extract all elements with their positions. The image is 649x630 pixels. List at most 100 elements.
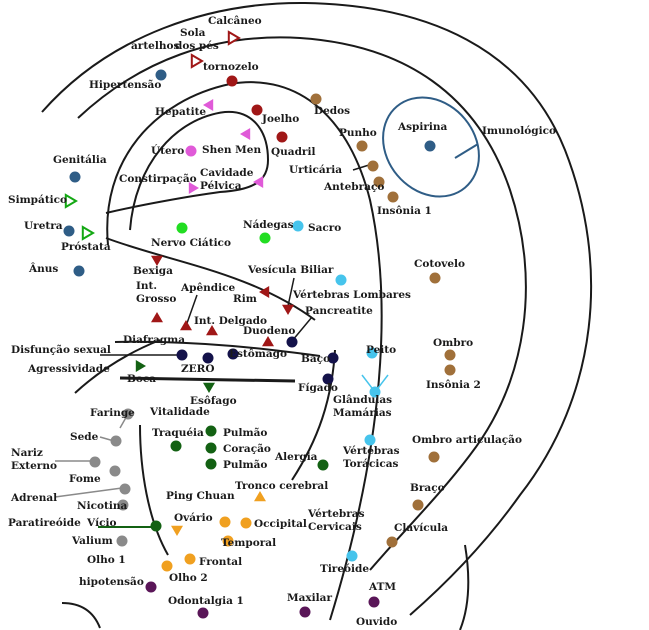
- label-clavicula-72: Clavícula: [394, 522, 448, 534]
- point-valium-73-dot: [116, 535, 128, 547]
- label-tireoide-78: Tireóide: [320, 563, 369, 575]
- antihelix-inner-curve: [105, 110, 270, 231]
- point-hipotensao-79-dot: [145, 581, 157, 593]
- point-braco-64-dot: [412, 499, 424, 511]
- intertragic-curve: [139, 424, 169, 556]
- point-sacro-26-dot: [292, 220, 304, 232]
- label-artelhos-2: artelhos: [131, 40, 179, 52]
- point-sede-52-dot: [110, 435, 122, 447]
- label-alergia-58: Alergia: [274, 451, 318, 463]
- label-anus-23: Ânus: [28, 261, 58, 275]
- point-uretra-21-dot: [63, 225, 75, 237]
- gray-leader-lines: [54, 413, 129, 498]
- antitragus-curve: [291, 349, 336, 481]
- label-aspirina-13: Aspirina: [397, 121, 448, 133]
- label-faringe-50: Faringe: [90, 407, 135, 419]
- label-hipotensao-79: hipotensão: [79, 576, 144, 588]
- point-ombro-47-dot: [444, 349, 456, 361]
- point-rim-32-triangle: [282, 304, 294, 315]
- point-estomago-42-dot: [286, 336, 298, 348]
- apendice-leader: [185, 294, 198, 327]
- antihelix-curve: [106, 81, 383, 621]
- point-simpatico-20-triangle: [64, 193, 78, 209]
- label-ping-chuan-65: Ping Chuan: [166, 490, 235, 502]
- lobe-left: [61, 602, 101, 629]
- point-faringe-50-dot: [122, 408, 134, 420]
- label-shen-men-16: Shen Men: [202, 144, 261, 156]
- point-odontalgia-1-80-dot: [197, 607, 209, 619]
- point-cavidade-pelvica-18-triangle: [253, 176, 264, 188]
- label-maxilar-81: Maxilar: [287, 592, 332, 604]
- label-genitalia-19: Genitália: [53, 154, 107, 166]
- label-braco-64: Braço: [410, 482, 445, 494]
- label-paratireoide-67: Paratireóide: [8, 517, 81, 529]
- vesicula-leader: [287, 277, 295, 307]
- point-markers: [63, 30, 456, 619]
- point-pulmao-56-dot: [205, 458, 217, 470]
- label-sacro-26: Sacro: [308, 222, 341, 234]
- label-quadril-7: Quadril: [271, 146, 315, 158]
- label-agressividade-38: Agressividade: [27, 363, 110, 375]
- label-nervo-ciatico-24: Nervo Ciático: [151, 237, 231, 249]
- label-calcaneo-0: Calcâneo: [208, 15, 262, 27]
- point-hipertensao-4-dot: [155, 69, 167, 81]
- label-urticaria-10: Urticária: [289, 164, 342, 176]
- point-urticaria-10-dot: [367, 160, 379, 172]
- point-insonia-1-12-dot: [387, 191, 399, 203]
- point-int-grosso-28-triangle: [151, 312, 163, 323]
- point-nariz-externo-57-dot: [89, 456, 101, 468]
- label-joelho-6: Joelho: [261, 113, 299, 125]
- point-adrenal-62-dot: [119, 483, 131, 495]
- point-occipital-70-dot: [240, 517, 252, 529]
- point-genitalia-19-dot: [69, 171, 81, 183]
- point-ombro-articulacao-60-dot: [428, 451, 440, 463]
- point-glandulas-mamarias-46-dot: [369, 386, 381, 398]
- point-zero-41-dot: [227, 348, 239, 360]
- label-ouvido-83: Ouvido: [356, 616, 397, 628]
- point-antebraco-11-dot: [373, 176, 385, 188]
- adrenal-leader: [54, 487, 123, 498]
- point-atm-82-dot: [368, 596, 380, 608]
- label-pulmao-54: Pulmão: [223, 427, 267, 439]
- point-tornozelo-3-dot: [226, 75, 238, 87]
- label-sede-52: Sede: [70, 431, 99, 443]
- point-peito-45-dot: [366, 347, 378, 359]
- point-anus-23-dot: [73, 265, 85, 277]
- label-vitalidade-51: Vitalidade: [149, 406, 210, 418]
- label-constirpacao-17: Constirpação: [119, 173, 197, 185]
- label-boca-40: Boca: [127, 373, 156, 385]
- label-apendice-29: Apêndice: [180, 282, 236, 294]
- ear-outline: [41, 1, 593, 630]
- label-traqueia-53: Traquéia: [152, 427, 204, 439]
- point-constirpacao-17-triangle: [188, 182, 199, 194]
- concha-cymba-line: [114, 340, 321, 357]
- label-cotovelo-36: Cotovelo: [414, 258, 465, 270]
- point-vertebras-lombares-33-dot: [335, 274, 347, 286]
- label-occipital-70: Occipital: [254, 518, 307, 530]
- label-int-delgado-30: Int. Delgado: [194, 315, 267, 327]
- point-vertebras-toracicas-59-dot: [364, 434, 376, 446]
- label-coracao-55: Coração: [223, 443, 271, 455]
- point-frontal-76-dot: [184, 553, 196, 565]
- point-cotovelo-36-dot: [429, 272, 441, 284]
- label-vesicula-biliar-31: Vesícula Biliar: [247, 264, 334, 276]
- point-diafragma-39-dot: [202, 352, 214, 364]
- label-prostata-22: Próstata: [61, 241, 111, 253]
- label-vicio-68: Vício: [86, 517, 117, 529]
- label-pulmao-56: Pulmão: [223, 459, 267, 471]
- label-odontalgia-1-80: Odontalgia 1: [168, 595, 244, 607]
- label-pancreatite-34: Pancreatite: [305, 305, 373, 317]
- label-imunologico-14: Imunológico: [482, 125, 556, 137]
- point-vicio-68-dot: [150, 520, 162, 532]
- label-antebraco-11: Antebraço: [323, 181, 384, 193]
- label-olho-2-77: Olho 2: [169, 572, 208, 584]
- point-shen-men-16-triangle: [240, 128, 251, 140]
- label-atm-82: ATM: [368, 581, 396, 593]
- label-peito-45: Peito: [366, 344, 396, 356]
- label-esofago-49: Esôfago: [190, 395, 237, 407]
